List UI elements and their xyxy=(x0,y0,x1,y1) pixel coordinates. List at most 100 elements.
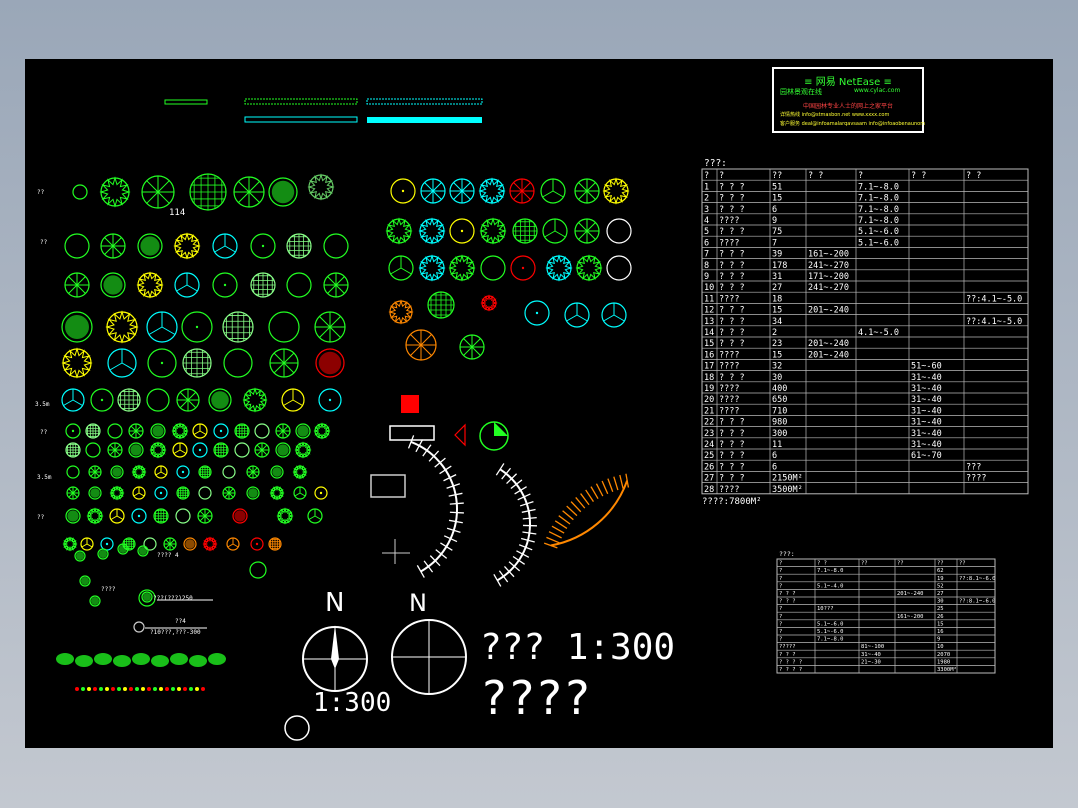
legend-label-3: ???(???)250 xyxy=(153,595,193,602)
cad-drawing-canvas[interactable]: ≡ 网易 NetEase ≡ 园林景观在线 www.cylac.com 中国园林… xyxy=(25,59,1053,748)
tree-spoke xyxy=(63,399,74,406)
ground-cover-dot xyxy=(141,687,145,691)
tree-symbol xyxy=(281,388,305,412)
tree-center xyxy=(137,514,141,518)
tree-spoke xyxy=(204,515,211,522)
table1-cell: ? ? ? xyxy=(719,440,745,450)
tree-symbol xyxy=(61,388,85,412)
tree-spikes xyxy=(545,254,573,282)
tree-spoke xyxy=(86,543,93,548)
tree-center xyxy=(160,361,164,365)
tree-spoke xyxy=(112,237,122,247)
tree-symbol xyxy=(90,388,114,412)
tree-spoke xyxy=(176,284,188,292)
tree-spoke xyxy=(432,190,442,200)
tree-outline xyxy=(107,423,123,439)
tree-symbol xyxy=(117,543,129,555)
ground-cover-dot xyxy=(111,687,115,691)
tree-outline xyxy=(74,550,86,562)
table2-cell: ? ? ? xyxy=(779,652,796,658)
shrub-mass xyxy=(151,655,169,667)
table2-cell: ? xyxy=(779,576,782,582)
table1-cell: 39 xyxy=(772,250,782,260)
hatch-strip xyxy=(367,117,482,123)
tree-symbol xyxy=(132,486,146,500)
tree-symbol xyxy=(202,536,218,552)
tree-symbol xyxy=(107,442,123,458)
hedge-tick xyxy=(449,511,464,514)
ground-cover-dot xyxy=(147,687,151,691)
tree-symbol xyxy=(173,232,201,260)
table1-cell: 18 xyxy=(772,294,782,304)
tree-outline xyxy=(323,233,349,259)
tree-symbol xyxy=(246,486,260,500)
table1-cell: 6 xyxy=(772,451,777,461)
tree-spoke xyxy=(199,515,206,522)
table2-header-cell: ?? xyxy=(937,561,944,567)
hedge-tick xyxy=(422,444,432,457)
tree-outline xyxy=(315,348,345,378)
hedge-tick xyxy=(595,483,604,497)
table1-cell: 31~-40 xyxy=(911,418,942,428)
tree-symbol xyxy=(574,178,600,204)
tree-fill xyxy=(318,351,342,375)
tree-outline xyxy=(137,233,163,259)
tree-fill xyxy=(67,510,79,522)
row-marker-1: ?? xyxy=(37,189,45,196)
tree-spoke xyxy=(432,182,442,192)
tree-outline xyxy=(89,595,101,607)
table1-cell: 4 xyxy=(704,216,709,226)
hedge-tick xyxy=(613,476,619,491)
tree-spoke xyxy=(327,276,337,286)
tree-spoke xyxy=(68,276,78,286)
table1-cell: ? ? ? xyxy=(719,194,745,204)
table2-cell: ? xyxy=(779,621,782,627)
table2-header-cell: ? xyxy=(779,561,782,567)
table1-cell: 241~-270 xyxy=(808,283,849,293)
tree-spoke xyxy=(424,182,434,192)
ground-cover-dot xyxy=(195,687,199,691)
ground-cover-dot xyxy=(129,687,133,691)
hedge-tick xyxy=(522,516,537,520)
table2-cell: ??:8.1~-6.0 xyxy=(959,576,995,582)
hedge-tick xyxy=(517,493,531,501)
tree-fill xyxy=(140,236,160,256)
tree-symbol xyxy=(176,486,190,500)
tree-outline xyxy=(222,465,236,479)
tree-spoke xyxy=(390,267,402,275)
tree-symbol xyxy=(147,348,177,378)
tree-outline xyxy=(117,543,129,555)
hedge-tick xyxy=(546,536,560,544)
tree-outline xyxy=(65,508,81,524)
shrub-mass xyxy=(113,655,131,667)
tree-symbol xyxy=(524,300,550,326)
tree-symbol xyxy=(223,348,253,378)
tree-fill xyxy=(76,552,84,560)
table2-cell: 30 xyxy=(937,599,944,605)
tree-center xyxy=(319,491,323,495)
table1-cell: 30 xyxy=(772,373,782,383)
table1-cell: 11 xyxy=(772,440,782,450)
tree-spoke xyxy=(576,314,588,322)
tree-fill xyxy=(139,547,147,555)
shrub-mass xyxy=(189,655,207,667)
tree-symbol xyxy=(509,178,535,204)
table1-cell: 23 xyxy=(704,429,714,439)
tree-fill xyxy=(130,444,142,456)
tree-spikes xyxy=(418,254,446,282)
tree-spoke xyxy=(161,326,176,335)
tree-spoke xyxy=(578,230,588,240)
tree-spoke xyxy=(165,543,171,549)
tree-spoke xyxy=(335,284,345,294)
tree-symbol xyxy=(117,388,141,412)
hedge-tick xyxy=(580,493,590,506)
table1-cell: ? ? ? xyxy=(719,474,745,484)
tree-symbol xyxy=(189,173,227,211)
tree-outline xyxy=(100,272,126,298)
table2-cell: 9 xyxy=(937,637,940,643)
table1-cell: ???? xyxy=(719,395,739,405)
table2-header-cell: ?? xyxy=(861,561,868,567)
table2-cell: 27 xyxy=(937,591,944,597)
tree-spoke xyxy=(114,449,121,456)
tree-spoke xyxy=(81,543,88,548)
